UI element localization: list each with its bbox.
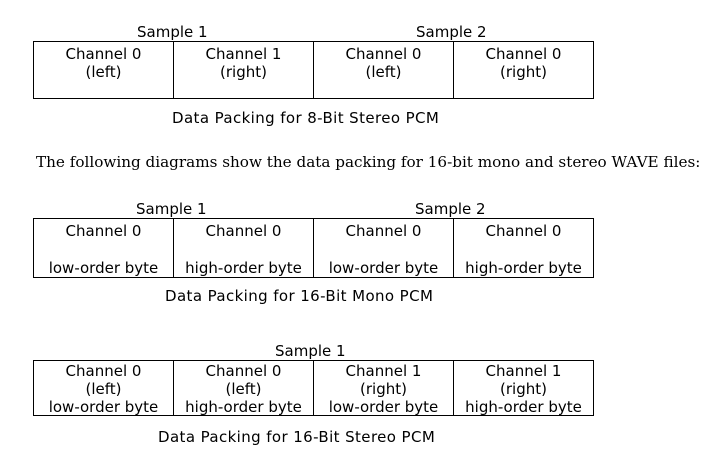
byte-order-label: high-order byte [465, 259, 582, 277]
channel-label: Channel 0 [65, 222, 142, 240]
byte-order-label: low-order byte [48, 398, 159, 416]
channel-label: Channel 0 [485, 222, 562, 240]
table-cell: Channel 1 (right) low-order byte [314, 361, 454, 416]
table-cell: Channel 1 (right) high-order byte [454, 361, 593, 416]
channel-label: Channel 0 [345, 222, 422, 240]
byte-order-label: high-order byte [185, 259, 302, 277]
table-cell: Channel 0 (left) high-order byte [174, 361, 314, 416]
channel-label: Channel 0 [65, 362, 142, 380]
channel-side: (right) [360, 380, 407, 398]
channel-label: Channel 0 [345, 45, 422, 63]
channel-side: (right) [500, 63, 547, 81]
body-paragraph: The following diagrams show the data pac… [36, 153, 701, 171]
table-cell: Channel 0 high-order byte [454, 219, 593, 277]
channel-label: Channel 1 [485, 362, 562, 380]
channel-side: (right) [500, 380, 547, 398]
byte-order-label: low-order byte [328, 398, 439, 416]
caption-8bit-stereo: Data Packing for 8-Bit Stereo PCM [172, 109, 440, 127]
byte-order-label: low-order byte [48, 259, 159, 277]
byte-order-label: high-order byte [185, 398, 302, 416]
caption-16bit-mono: Data Packing for 16-Bit Mono PCM [165, 287, 434, 305]
channel-label: Channel 1 [345, 362, 422, 380]
sample-1-label: Sample 1 [137, 23, 208, 41]
caption-16bit-stereo: Data Packing for 16-Bit Stereo PCM [158, 428, 436, 446]
sample-2-label: Sample 2 [415, 200, 486, 218]
table-cell: Channel 0 low-order byte [314, 219, 454, 277]
table-cell: Channel 1 (right) [174, 42, 314, 98]
table-cell: Channel 0 (left) low-order byte [34, 361, 174, 416]
table-cell: Channel 0 (right) [454, 42, 593, 98]
table-cell: Channel 0 (left) [314, 42, 454, 98]
byte-order-label: low-order byte [328, 259, 439, 277]
byte-order-label: high-order byte [465, 398, 582, 416]
packing-table-8bit-stereo: Channel 0 (left) Channel 1 (right) Chann… [33, 41, 594, 99]
packing-table-16bit-mono: Channel 0 low-order byte Channel 0 high-… [33, 218, 594, 278]
packing-table-16bit-stereo: Channel 0 (left) low-order byte Channel … [33, 360, 594, 416]
sample-1-label: Sample 1 [136, 200, 207, 218]
channel-side: (left) [85, 63, 122, 81]
channel-label: Channel 1 [205, 45, 282, 63]
channel-label: Channel 0 [205, 362, 282, 380]
channel-label: Channel 0 [65, 45, 142, 63]
channel-side: (right) [220, 63, 267, 81]
channel-side: (left) [225, 380, 262, 398]
channel-label: Channel 0 [485, 45, 562, 63]
sample-2-label: Sample 2 [416, 23, 487, 41]
table-cell: Channel 0 high-order byte [174, 219, 314, 277]
channel-side: (left) [85, 380, 122, 398]
channel-label: Channel 0 [205, 222, 282, 240]
channel-side: (left) [365, 63, 402, 81]
sample-1-label: Sample 1 [275, 342, 346, 360]
table-cell: Channel 0 low-order byte [34, 219, 174, 277]
table-cell: Channel 0 (left) [34, 42, 174, 98]
